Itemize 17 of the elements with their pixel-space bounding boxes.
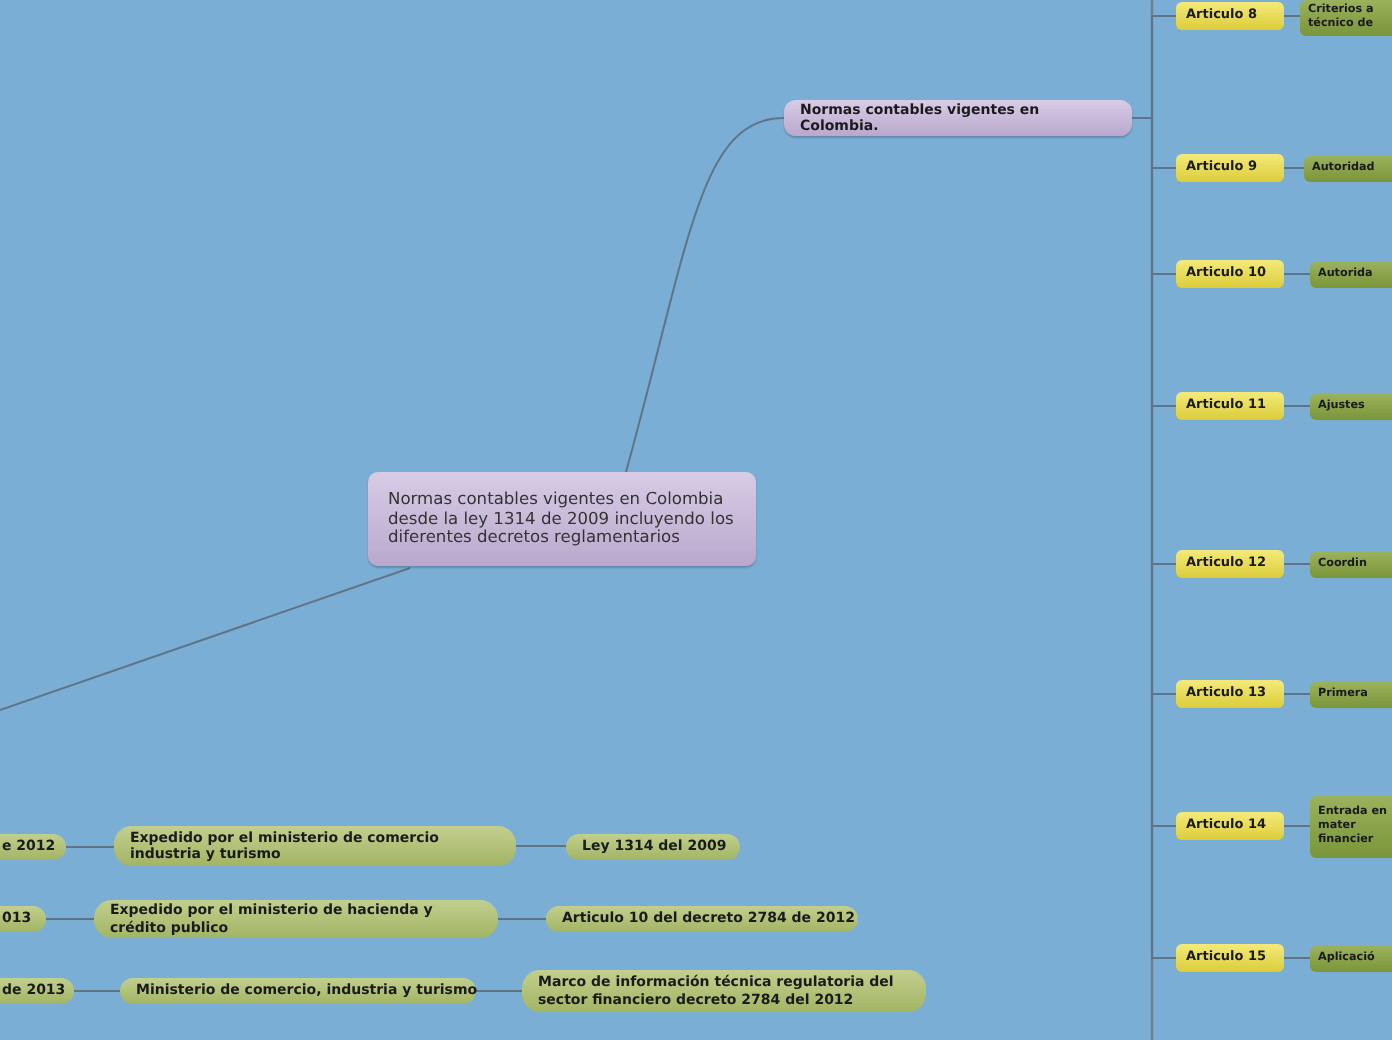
connector-line (73, 990, 121, 992)
connector-line (475, 990, 523, 992)
connector-line (1283, 167, 1305, 169)
connector-line (625, 117, 785, 473)
connector-line (1283, 825, 1311, 827)
central-topic-box: Normas contables vigentes en Colombia desde la ley 1314 de 2009 incluyendo los diferentes decretos reglamentarios (368, 472, 756, 566)
connector-line (45, 918, 95, 920)
connector-line (1283, 957, 1311, 959)
connector-line (1283, 405, 1311, 407)
connector-line (1283, 563, 1311, 565)
connector-line (1283, 693, 1311, 695)
connector-line (0, 567, 411, 711)
connector-line (1283, 15, 1301, 17)
connector-line (65, 846, 115, 848)
connector-line (1283, 273, 1311, 275)
connector-line (497, 918, 547, 920)
connector-line (515, 845, 567, 847)
